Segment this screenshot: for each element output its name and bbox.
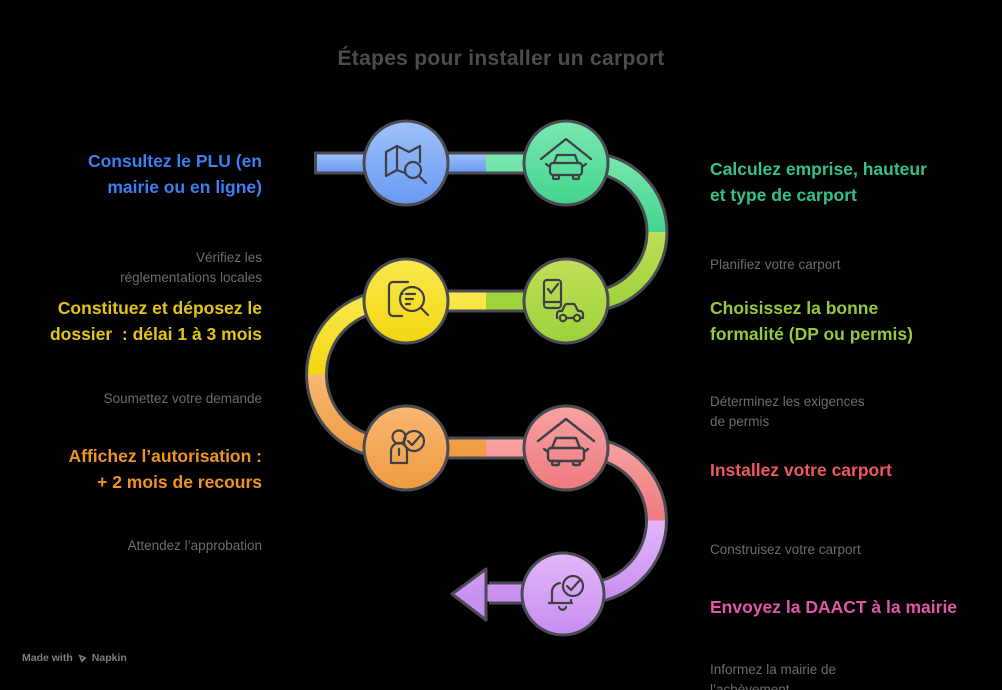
node-formalite [522,257,610,345]
map-search-icon [384,144,428,185]
step-installez-carport: Installez votre carport Construisez votr… [710,421,992,596]
step-subtext: Planifiez votre carport [710,257,841,272]
napkin-credit: Made with Napkin [22,652,127,664]
document-search-icon [387,280,430,318]
step-heading: Calculez emprise, hauteur et type de car… [710,159,927,205]
step-subtext: Soumettez votre demande [103,391,262,406]
bell-check-icon [547,574,585,611]
step-subtext: Vérifiez les réglementations locales [120,250,262,285]
step-heading: Consultez le PLU (en mairie ou en ligne) [87,151,262,197]
step-heading: Installez votre carport [710,460,892,480]
step-subtext: Attendez l’approbation [127,538,262,553]
step-heading: Envoyez la DAACT à la mairie [710,597,958,617]
step-subtext: Informez la mairie de l’achèvement [710,662,837,690]
node-plu [362,119,450,207]
step-choisissez-formalite: Choisissez la bonne formalité (DP ou per… [710,259,992,468]
step-constituez-dossier: Constituez et déposez le dossier : délai… [10,259,262,445]
step-calculez-emprise: Calculez emprise, hauteur et type de car… [710,120,992,311]
phone-check-truck-icon [542,278,585,323]
person-check-icon [389,429,426,465]
step-heading: Choisissez la bonne formalité (DP ou per… [710,298,913,344]
carport-car-icon [536,417,596,467]
flow-path-outline [304,151,669,605]
step-envoyez-daact: Envoyez la DAACT à la mairie Informez la… [710,558,992,690]
step-subtext: Construisez votre carport [710,542,861,557]
pen-nib-icon [78,653,87,663]
made-with-label: Made with [22,652,73,664]
step-affichez-autorisation: Affichez l’autorisation : + 2 mois de re… [10,407,262,592]
step-consultez-plu: Consultez le PLU (en mairie ou en ligne)… [10,112,262,324]
step-heading: Affichez l’autorisation : + 2 mois de re… [68,446,262,492]
brand-label: Napkin [91,652,127,664]
carport-car-icon [539,137,593,181]
step-subtext: Déterminez les exigences de permis [710,394,865,429]
node-dossier [362,257,450,345]
page-title: Étapes pour installer un carport [337,47,665,70]
node-daact [520,551,606,637]
flow-arrow-head [450,567,488,622]
step-heading: Constituez et déposez le dossier : délai… [49,298,262,344]
